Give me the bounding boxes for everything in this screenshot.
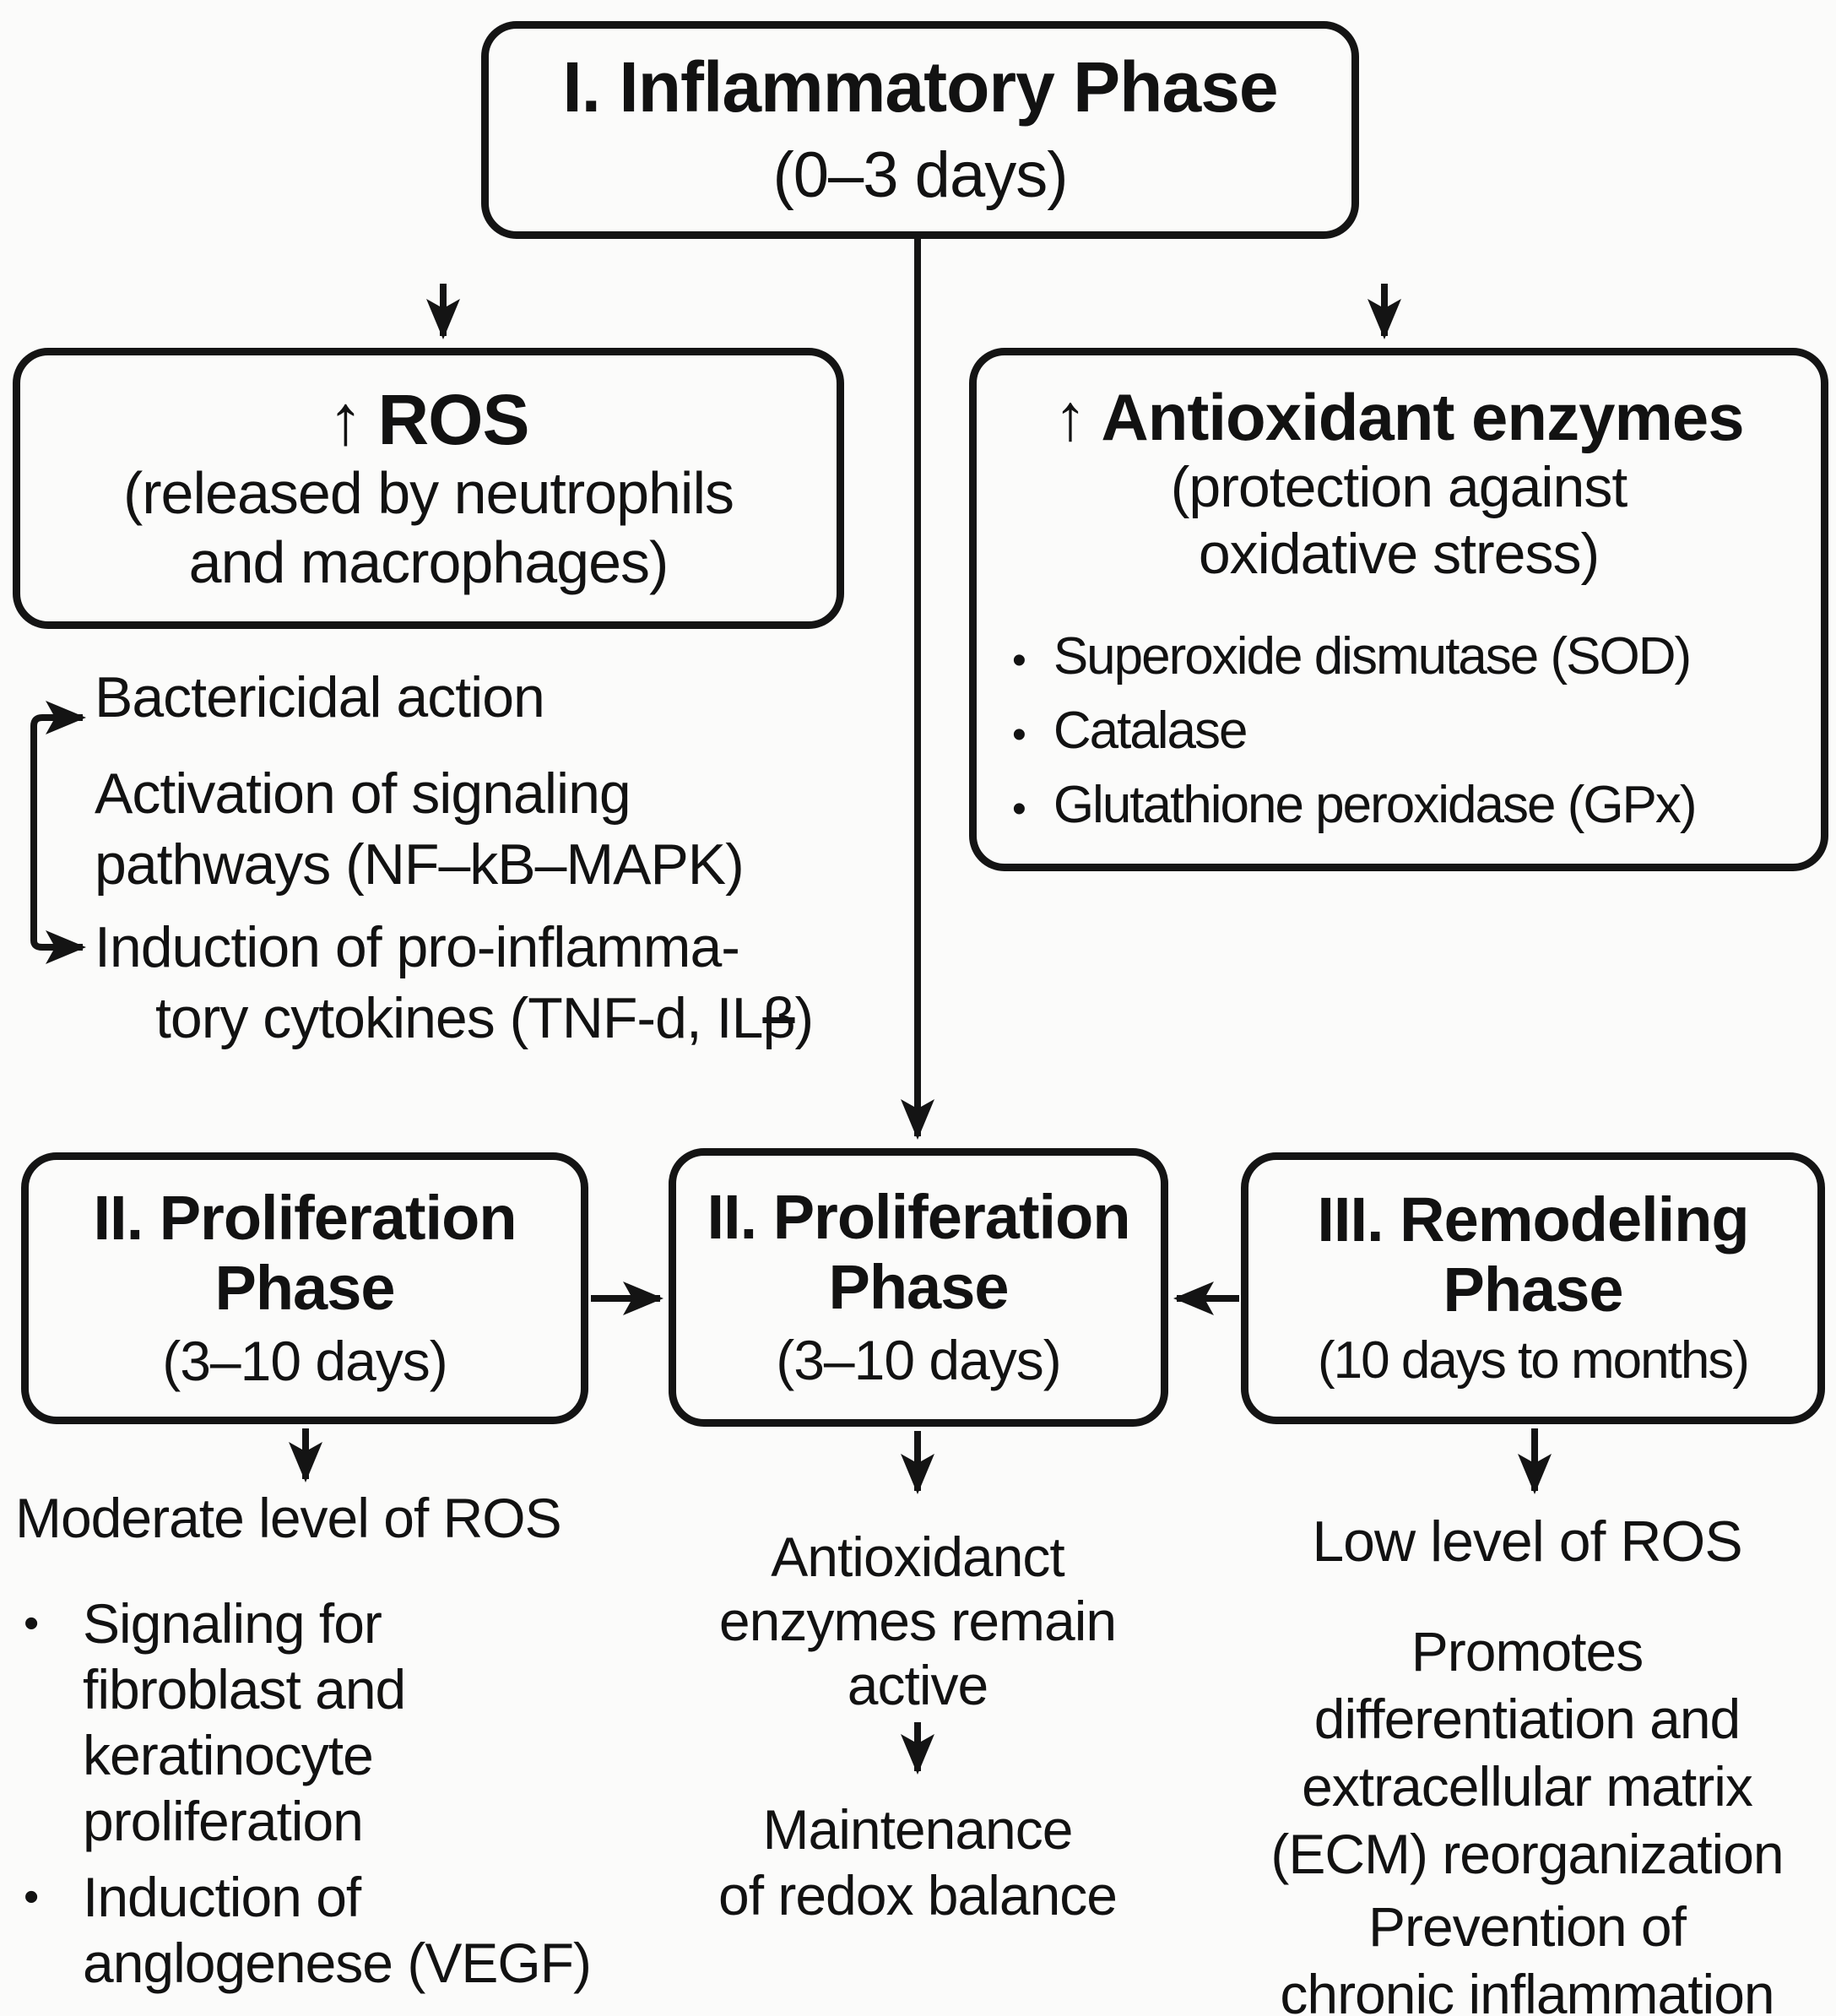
- ros-box-desc-line1: (released by neutrophils: [122, 460, 734, 527]
- proliferation-phase-center-box: II. Proliferation Phase (3–10 days): [669, 1148, 1168, 1427]
- text-line: differentiation and: [1313, 1688, 1741, 1750]
- bullet-icon: •: [1012, 638, 1026, 684]
- enzyme-name: Superoxide dismutase (SOD): [1053, 627, 1692, 686]
- arrow-ros-to-bactericidal: [30, 701, 86, 940]
- text-line: Maintenance: [762, 1798, 1074, 1861]
- antioxidant-box-title: ↑Antioxidant enzymes: [1053, 380, 1744, 454]
- text-line: active: [847, 1654, 988, 1716]
- phase-title-line1: III. Remodeling: [1317, 1184, 1749, 1255]
- beta-glyph: β: [762, 986, 795, 1051]
- effect-line: Activation of signaling: [95, 761, 631, 826]
- phase-title-line1: II. Proliferation: [93, 1182, 517, 1253]
- proliferation-bullet-signaling: • Signaling for fibroblast and keratinoc…: [24, 1591, 406, 1854]
- ros-effect-bactericidal: Bactericidal action: [95, 665, 545, 729]
- cytokine-text: tory cytokines (TNF-d, IL: [155, 986, 763, 1051]
- ros-box: ↑ROS (released by neutrophils and macrop…: [13, 348, 844, 629]
- bullet-line: Signaling for: [83, 1592, 382, 1655]
- up-arrow-icon: ↑: [328, 380, 363, 460]
- remodeling-promotes-text: Promotes differentiation and extracellul…: [1220, 1618, 1834, 1888]
- effect-line: pathways (NF–kB–MAPK): [95, 832, 745, 897]
- enzyme-name: Catalase: [1053, 702, 1248, 761]
- phase-period: (3–10 days): [162, 1329, 448, 1392]
- antioxidant-desc-line2: oxidative stress): [1198, 522, 1600, 587]
- effect-line: tory cytokines (TNF-d, ILβ): [95, 983, 815, 1054]
- text-line: extracellular matrix: [1302, 1755, 1753, 1818]
- inflammatory-phase-title: I. Inflammatory Phase: [562, 46, 1278, 127]
- antioxidant-enzymes-box: ↑Antioxidant enzymes (protection against…: [969, 348, 1828, 871]
- bullet-line: proliferation: [83, 1790, 364, 1852]
- list-item-gpx: • Glutathione peroxidase (GPx): [1012, 768, 1821, 843]
- ros-box-title: ↑ROS: [328, 380, 529, 460]
- inflammatory-phase-period: (0–3 days): [772, 138, 1068, 211]
- text-line: Promotes: [1411, 1620, 1644, 1683]
- bullet-line: keratinocyte: [83, 1724, 374, 1786]
- antioxidant-desc-line1: (protection against: [1170, 455, 1627, 520]
- list-item-catalase: • Catalase: [1012, 694, 1821, 768]
- phase-title-line2: Phase: [1443, 1255, 1623, 1325]
- ros-box-desc-line2: and macrophages): [188, 528, 669, 595]
- enzyme-name: Glutathione peroxidase (GPx): [1053, 776, 1698, 835]
- effect-line: Induction of pro-inflamma-: [95, 915, 740, 979]
- arrow-ros-to-cytokines: [30, 930, 86, 964]
- remodeling-prevention-text: Prevention of chronic inflammation: [1220, 1893, 1834, 2016]
- moderate-ros-heading: Moderate level of ROS: [15, 1487, 562, 1549]
- phase-period: (10 days to months): [1318, 1330, 1750, 1390]
- bullet-icon: •: [24, 1599, 39, 1648]
- antioxidant-enzyme-list: • Superoxide dismutase (SOD) • Catalase …: [977, 620, 1821, 843]
- text-line: chronic inflammation: [1280, 1963, 1774, 2016]
- phase-title-line2: Phase: [828, 1251, 1009, 1322]
- up-arrow-icon: ↑: [1053, 380, 1086, 454]
- bullet-text: Signaling for fibroblast and keratinocyt…: [83, 1591, 406, 1854]
- bullet-icon: •: [24, 1872, 39, 1921]
- paren-close: ): [794, 986, 815, 1051]
- ros-effect-cytokines: Induction of pro-inflamma- tory cytokine…: [95, 912, 815, 1054]
- text-line: of redox balance: [718, 1864, 1118, 1927]
- bullet-text: Induction of anglogenese (VEGF): [83, 1864, 592, 1996]
- bullet-line: anglogenese (VEGF): [83, 1932, 592, 1994]
- inflammatory-phase-box: I. Inflammatory Phase (0–3 days): [481, 21, 1359, 239]
- bullet-line: Induction of: [83, 1866, 361, 1928]
- proliferation-phase-left-box: II. Proliferation Phase (3–10 days): [21, 1152, 588, 1424]
- phase-period: (3–10 days): [776, 1328, 1062, 1391]
- text-line: enzymes remain: [718, 1590, 1117, 1652]
- ros-effect-signaling: Activation of signaling pathways (NF–kB–…: [95, 758, 745, 901]
- remodeling-phase-box: III. Remodeling Phase (10 days to months…: [1241, 1152, 1825, 1424]
- list-item-sod: • Superoxide dismutase (SOD): [1012, 620, 1821, 694]
- proliferation-bullet-angiogenesis: • Induction of anglogenese (VEGF): [24, 1864, 592, 1996]
- phase-title-line1: II. Proliferation: [707, 1181, 1130, 1252]
- bullet-icon: •: [1012, 787, 1026, 832]
- phase-title-line2: Phase: [214, 1252, 395, 1323]
- text-line: Antioxidanct: [771, 1526, 1065, 1588]
- bullet-icon: •: [1012, 713, 1026, 758]
- text-line: (ECM) reorganization: [1270, 1823, 1784, 1885]
- redox-balance-text: Maintenance of redox balance: [622, 1797, 1213, 1928]
- low-ros-heading: Low level of ROS: [1312, 1509, 1742, 1574]
- antioxidant-enzymes-active-text: Antioxidanct enzymes remain active: [622, 1525, 1213, 1717]
- ros-title-text: ROS: [377, 380, 529, 460]
- bullet-line: fibroblast and: [83, 1658, 406, 1721]
- antioxidant-title-text: Antioxidant enzymes: [1101, 380, 1744, 454]
- text-line: Prevention of: [1368, 1895, 1687, 1958]
